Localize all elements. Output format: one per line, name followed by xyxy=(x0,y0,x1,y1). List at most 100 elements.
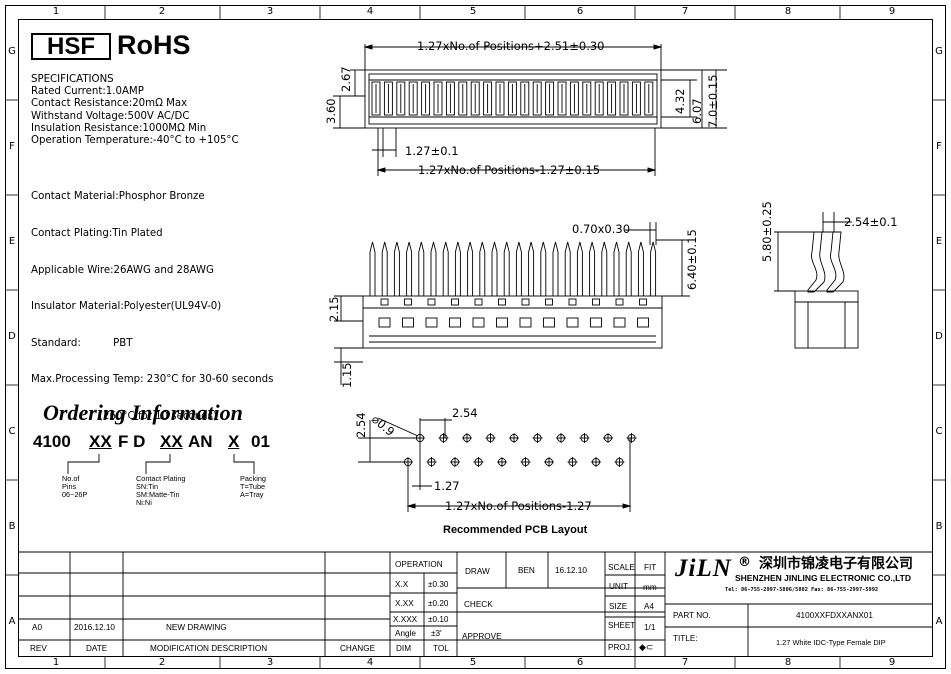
contact-slot xyxy=(619,81,629,116)
zone-col-6-bottom: 6 xyxy=(576,657,584,668)
zone-row-g: G xyxy=(8,46,16,57)
note-line: Contact Plating xyxy=(136,474,186,483)
zone-col-8-bottom: 8 xyxy=(784,657,792,668)
contact-slot xyxy=(495,81,505,116)
window-top xyxy=(427,298,436,306)
pin xyxy=(601,241,608,296)
window-top xyxy=(498,298,506,306)
zone-col-4: 4 xyxy=(366,6,374,17)
part-no-value: 4100XXFDXXANX01 xyxy=(796,611,873,620)
pin xyxy=(552,241,559,296)
title-label: TITLE: xyxy=(673,634,698,643)
material-line: Insulator Material:Polyester(UL94V-0) xyxy=(31,301,222,313)
zone-col-7-bottom: 7 xyxy=(681,657,689,668)
spec-line: Withstand Voltage:500V AC/DC xyxy=(31,110,190,122)
contact-slot xyxy=(433,81,443,116)
zone-col-3: 3 xyxy=(266,6,274,17)
spec-line: Insulation Resistance:1000MΩ Min xyxy=(31,122,207,134)
dim-side-254: 2.54±0.1 xyxy=(844,215,898,229)
pin xyxy=(564,241,571,296)
note-line: T=Tube xyxy=(240,482,266,491)
window-bottom xyxy=(449,317,461,328)
dim-bottom-width: 1.27xNo.of Positions-1.27±0.15 xyxy=(418,163,601,177)
pin xyxy=(540,241,547,296)
material-line: Applicable Wire:26AWG and 28AWG xyxy=(31,264,214,276)
draw-by: BEN xyxy=(518,566,535,575)
tol-val-2: ±0.20 xyxy=(428,599,449,608)
window-bottom xyxy=(378,317,391,328)
note-line: SM:Matte-Tin xyxy=(136,490,180,499)
pin xyxy=(503,241,510,296)
zone-row-c: C xyxy=(8,426,16,437)
part-no-label: PART NO. xyxy=(673,611,711,620)
contact-slot xyxy=(445,81,455,116)
pcb-layout-drawing xyxy=(358,417,637,512)
unit-label: UNIT xyxy=(609,582,629,591)
zone-col-6: 6 xyxy=(576,6,584,17)
sheet-label: SHEET xyxy=(608,621,636,630)
contact-slot xyxy=(582,81,592,116)
window-bottom xyxy=(425,317,438,328)
scale-value: FIT xyxy=(644,563,657,572)
tol-dim-1: X.X xyxy=(395,580,409,589)
zone-row-d: D xyxy=(8,331,16,342)
window-bottom xyxy=(472,317,485,328)
window-top xyxy=(451,298,459,306)
zone-col-1: 1 xyxy=(52,6,60,17)
order-code-pins: XX xyxy=(89,432,112,451)
zone-row-e-right: E xyxy=(935,236,943,247)
note-line: Ni:Ni xyxy=(136,498,152,507)
contact-slot xyxy=(631,81,641,116)
tol-dim-3: X.XXX xyxy=(393,615,418,624)
window-top xyxy=(568,298,577,306)
tol-dim-2: X.XX xyxy=(395,599,414,608)
pin xyxy=(381,241,388,296)
contact-slot xyxy=(520,81,530,116)
order-code-suffix: 01 xyxy=(251,432,270,451)
desc-header: MODIFICATION DESCRIPTION xyxy=(150,644,268,653)
zone-row-a: A xyxy=(8,616,16,627)
tol-dim-4: Angle xyxy=(395,629,416,638)
rev-header: REV xyxy=(30,644,47,653)
dim-pcb-width: 1.27xNo.of Positions-1.27 xyxy=(445,499,592,513)
zone-col-3-bottom: 3 xyxy=(266,657,274,668)
window-top xyxy=(474,298,483,306)
order-code-packing: X xyxy=(228,432,240,451)
date-header: DATE xyxy=(86,644,108,653)
front-view-drawing xyxy=(334,222,690,385)
rev-value: A0 xyxy=(32,623,43,632)
specifications-block: SPECIFICATIONS Rated Current:1.0AMP Cont… xyxy=(31,74,239,147)
zone-col-2: 2 xyxy=(158,6,166,17)
note-line: SN:Tin xyxy=(136,482,159,491)
material-line: (260°C for 10 seconds) xyxy=(31,411,217,423)
pin xyxy=(442,241,449,296)
pin xyxy=(491,241,498,296)
dim-pitch-top: 1.27±0.1 xyxy=(405,144,459,158)
zone-col-2-bottom: 2 xyxy=(158,657,166,668)
window-bottom xyxy=(613,317,626,328)
order-code-series: 4100 xyxy=(33,432,71,451)
title-value: 1.27 White IDC-Type Female DIP xyxy=(776,638,886,647)
zone-row-e: E xyxy=(8,236,16,247)
draw-label: DRAW xyxy=(465,567,490,576)
window-bottom xyxy=(519,317,532,328)
zone-row-f-right: F xyxy=(936,141,942,152)
contact-slot xyxy=(421,81,431,116)
size-label: SIZE xyxy=(609,602,628,611)
unit-value: mm xyxy=(643,583,657,592)
dim-top-width: 1.27xNo.of Positions+2.51±0.30 xyxy=(417,39,605,53)
contact-slot xyxy=(569,81,579,116)
pin xyxy=(467,241,474,296)
window-top xyxy=(521,298,530,306)
pin xyxy=(625,241,632,296)
tol-val-3: ±0.10 xyxy=(428,615,449,624)
dim-pcb-254-h: 2.54 xyxy=(452,406,478,420)
material-line: Max.Processing Temp: 230°C for 30-60 sec… xyxy=(31,374,274,386)
contact-slot xyxy=(532,81,542,116)
order-code-fd: F D xyxy=(118,432,146,451)
contact-slot xyxy=(557,81,567,116)
zone-col-4-bottom: 4 xyxy=(366,657,374,668)
window-bottom xyxy=(402,317,414,328)
